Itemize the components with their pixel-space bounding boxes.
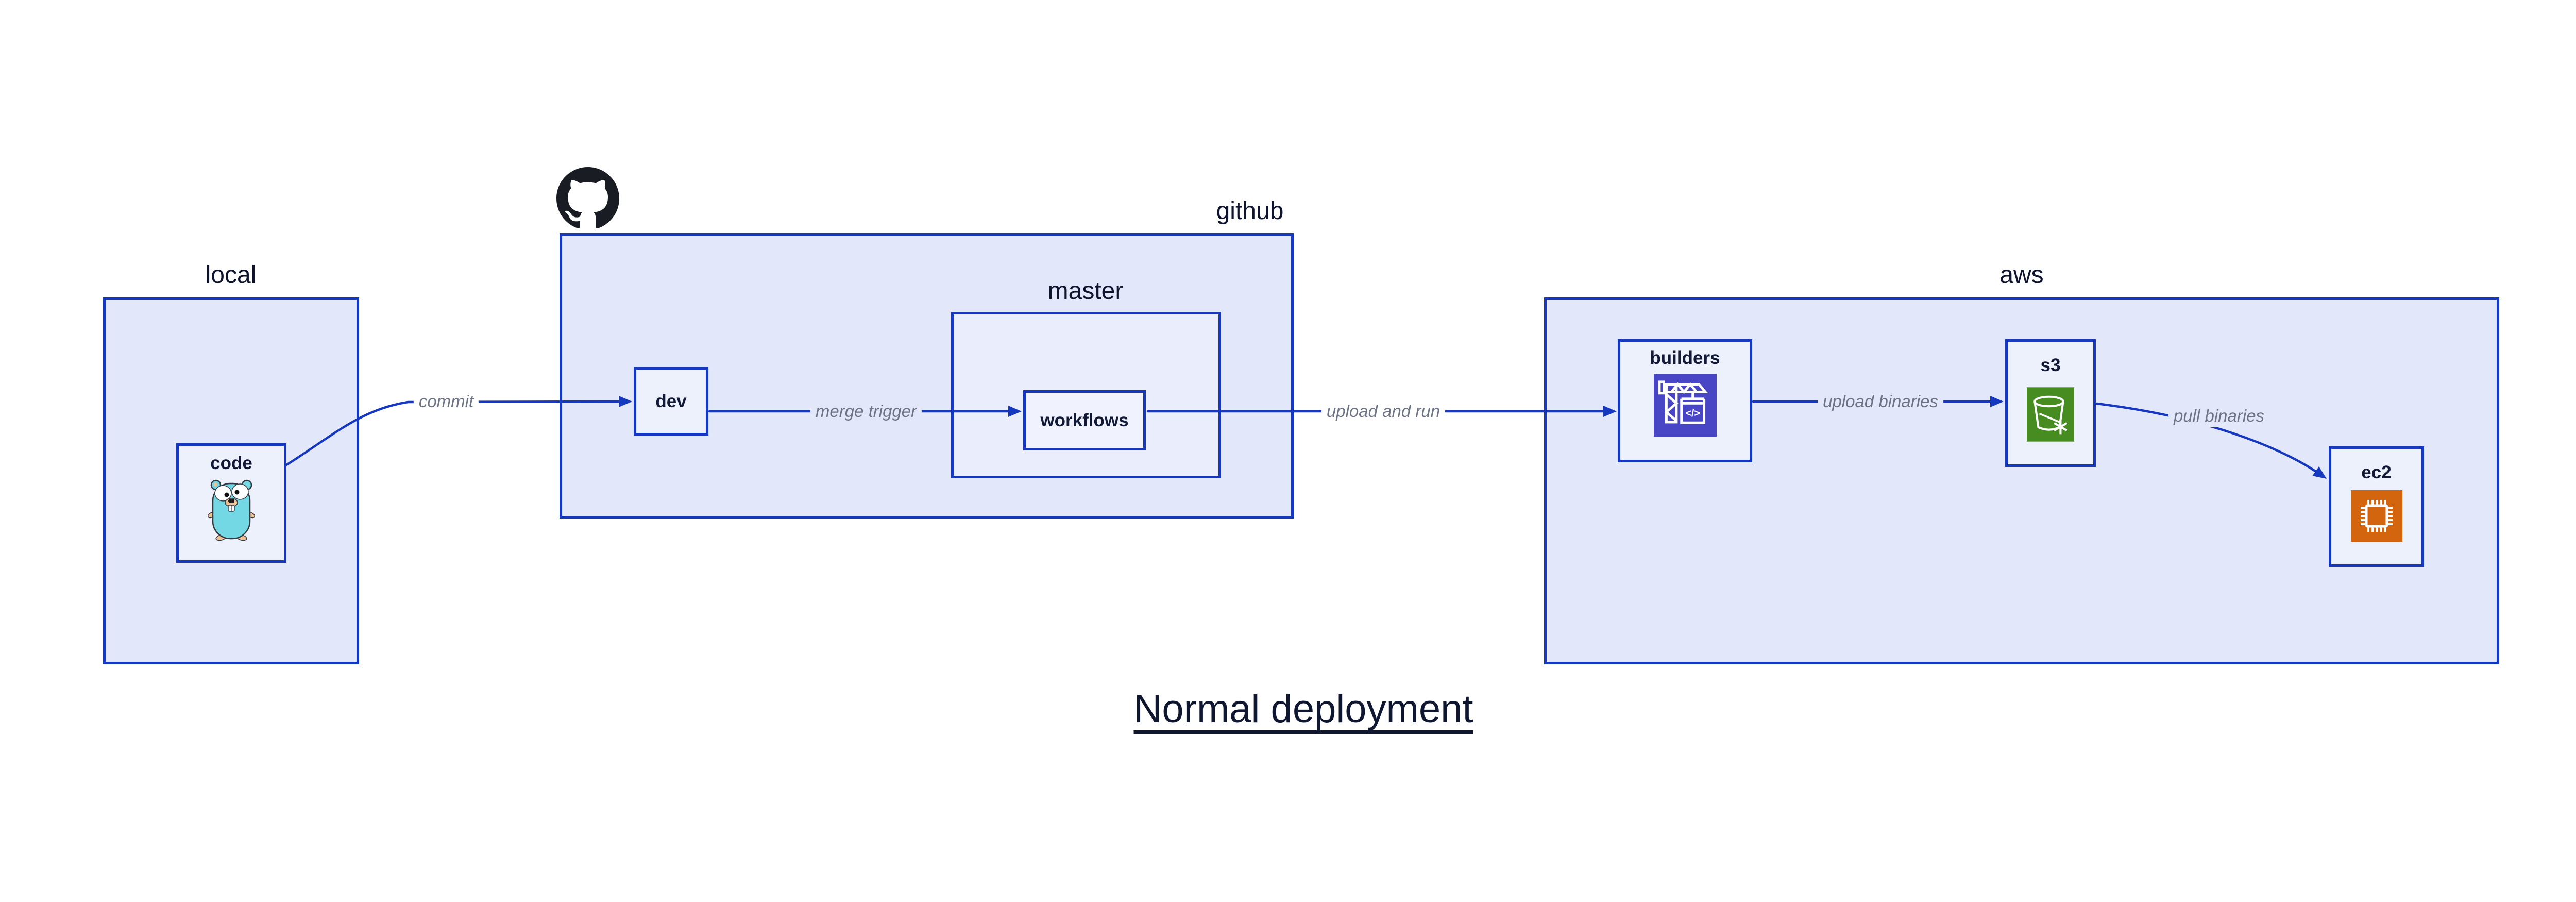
edge-pull-binaries-label: pull binaries [2168, 405, 2270, 427]
node-builders: builders </> [1618, 339, 1752, 462]
edge-merge-trigger-label: merge trigger [810, 400, 922, 423]
codebuild-icon-text: </> [1685, 408, 1700, 419]
aws-codebuild-icon: </> [1653, 374, 1717, 439]
container-github-label: github [1216, 197, 1284, 225]
aws-s3-glacier-bucket-icon [2027, 387, 2074, 444]
node-code: code [176, 443, 286, 563]
node-builders-label: builders [1650, 348, 1720, 368]
node-s3-label: s3 [2040, 355, 2061, 375]
go-gopher-icon [207, 477, 256, 543]
node-workflows-label: workflows [1040, 410, 1129, 430]
edge-upload-binaries-label: upload binaries [1818, 390, 1943, 413]
node-ec2-label: ec2 [2361, 462, 2392, 482]
node-code-label: code [210, 453, 252, 473]
aws-ec2-chip-icon [2350, 490, 2402, 544]
node-s3: s3 [2005, 339, 2096, 467]
node-workflows: workflows [1023, 390, 1146, 450]
github-octocat-logo [556, 167, 619, 230]
node-dev-label: dev [655, 391, 687, 411]
edge-upload-and-run-label: upload and run [1321, 400, 1446, 423]
container-local-label: local [205, 261, 257, 289]
node-ec2: ec2 [2329, 446, 2424, 567]
node-dev: dev [634, 367, 708, 436]
container-aws-label: aws [1999, 261, 2044, 289]
edge-commit-label: commit [413, 390, 479, 413]
container-master-label: master [1047, 277, 1124, 305]
diagram-title: Normal deployment [1133, 687, 1473, 731]
